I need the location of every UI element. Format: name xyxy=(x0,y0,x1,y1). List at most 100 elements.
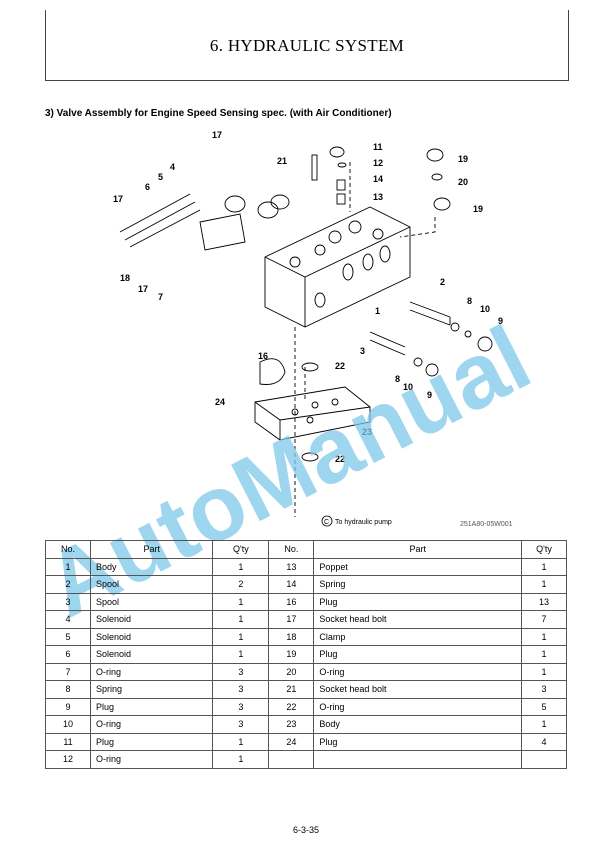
table-cell: 1 xyxy=(212,592,270,611)
table-cell: 22 xyxy=(268,697,315,716)
table-cell: 1 xyxy=(521,662,567,681)
table-cell: 13 xyxy=(268,557,315,576)
table-header-row: No. Part Q'ty No. Part Q'ty xyxy=(45,540,567,559)
table-cell: 5 xyxy=(45,627,91,646)
table-cell: Spool xyxy=(89,592,214,611)
table-cell: 21 xyxy=(268,680,315,699)
table-cell: 3 xyxy=(521,680,567,699)
callout-18: 18 xyxy=(120,273,130,283)
table-cell: 3 xyxy=(212,715,270,734)
table-cell: 7 xyxy=(521,610,567,629)
table-cell: 10 xyxy=(45,715,91,734)
callout-24: 24 xyxy=(215,397,225,407)
table-cell: 1 xyxy=(212,557,270,576)
callout-22-lower: 22 xyxy=(335,454,345,464)
callout-9-upper: 9 xyxy=(498,316,503,326)
callout-14: 14 xyxy=(373,174,383,184)
table-cell: 2 xyxy=(45,575,91,594)
callout-19-top: 19 xyxy=(458,154,468,164)
col-qty-2: Q'ty xyxy=(521,540,567,559)
callout-17: 17 xyxy=(212,130,222,140)
col-part-1: Part xyxy=(89,540,214,559)
table-cell: 4 xyxy=(45,610,91,629)
table-cell xyxy=(521,750,567,769)
table-cell: Poppet xyxy=(313,557,522,576)
table-cell: Solenoid xyxy=(89,627,214,646)
callout-8-lower: 8 xyxy=(395,374,400,384)
callout-3: 3 xyxy=(360,346,365,356)
table-cell: 6 xyxy=(45,645,91,664)
table-cell: 11 xyxy=(45,732,91,751)
table-cell: Socket head bolt xyxy=(313,610,522,629)
table-cell: 3 xyxy=(212,662,270,681)
callout-1: 1 xyxy=(375,306,380,316)
table-cell: 23 xyxy=(268,715,315,734)
table-cell: 8 xyxy=(45,680,91,699)
table-cell xyxy=(313,750,522,769)
callout-21: 21 xyxy=(277,156,287,166)
callout-5: 5 xyxy=(158,172,163,182)
col-qty-1: Q'ty xyxy=(212,540,270,559)
table-cell: 1 xyxy=(212,645,270,664)
table-cell: Plug xyxy=(313,592,522,611)
callout-19-mid: 19 xyxy=(473,204,483,214)
page-number: 6-3-35 xyxy=(292,825,319,835)
callout-6: 6 xyxy=(145,182,150,192)
table-cell: 16 xyxy=(268,592,315,611)
table-cell: 19 xyxy=(268,645,315,664)
table-cell: Body xyxy=(313,715,522,734)
table-cell: Spool xyxy=(89,575,214,594)
figure-code: 251A80-05W001 xyxy=(460,521,513,528)
callout-13: 13 xyxy=(373,192,383,202)
table-cell: 1 xyxy=(521,645,567,664)
table-cell: 1 xyxy=(521,575,567,594)
table-cell: 9 xyxy=(45,697,91,716)
callout-9-lower: 9 xyxy=(427,390,432,400)
callout-17-left: 17 xyxy=(113,194,123,204)
table-cell: 1 xyxy=(212,750,270,769)
table-cell: O-ring xyxy=(89,662,214,681)
valve-assembly-diagram: 17 21 11 12 14 13 19 20 19 4 5 6 17 18 1… xyxy=(113,130,513,528)
table-cell: 2 xyxy=(212,575,270,594)
table-cell: 13 xyxy=(521,592,567,611)
table-cell: 24 xyxy=(268,732,315,751)
table-cell: 12 xyxy=(45,750,91,769)
table-cell: 1 xyxy=(521,627,567,646)
table-cell: Plug xyxy=(313,645,522,664)
table-cell: Clamp xyxy=(313,627,522,646)
table-cell: Body xyxy=(89,557,214,576)
callout-17-lower: 17 xyxy=(138,284,148,294)
table-cell: 1 xyxy=(212,627,270,646)
callout-7: 7 xyxy=(158,292,163,302)
table-cell: 3 xyxy=(212,697,270,716)
table-cell: 1 xyxy=(212,732,270,751)
col-part-2: Part xyxy=(313,540,522,559)
table-cell: 4 xyxy=(521,732,567,751)
col-no-1: No. xyxy=(45,540,91,559)
table-cell: Spring xyxy=(89,680,214,699)
table-cell: Plug xyxy=(313,732,522,751)
table-cell: Plug xyxy=(89,697,214,716)
callout-4: 4 xyxy=(170,162,175,172)
col-no-2: No. xyxy=(268,540,315,559)
callout-10-lower: 10 xyxy=(403,382,413,392)
callout-12: 12 xyxy=(373,158,383,168)
table-cell: Solenoid xyxy=(89,645,214,664)
table-cell: 20 xyxy=(268,662,315,681)
table-cell: Socket head bolt xyxy=(313,680,522,699)
callout-8-upper: 8 xyxy=(467,296,472,306)
table-cell: Spring xyxy=(313,575,522,594)
table-cell: 1 xyxy=(521,557,567,576)
table-cell: 1 xyxy=(45,557,91,576)
section-title: 3) Valve Assembly for Engine Speed Sensi… xyxy=(45,108,392,119)
callout-11: 11 xyxy=(373,142,383,152)
callout-23: 23 xyxy=(362,427,372,437)
callout-16: 16 xyxy=(258,351,268,361)
